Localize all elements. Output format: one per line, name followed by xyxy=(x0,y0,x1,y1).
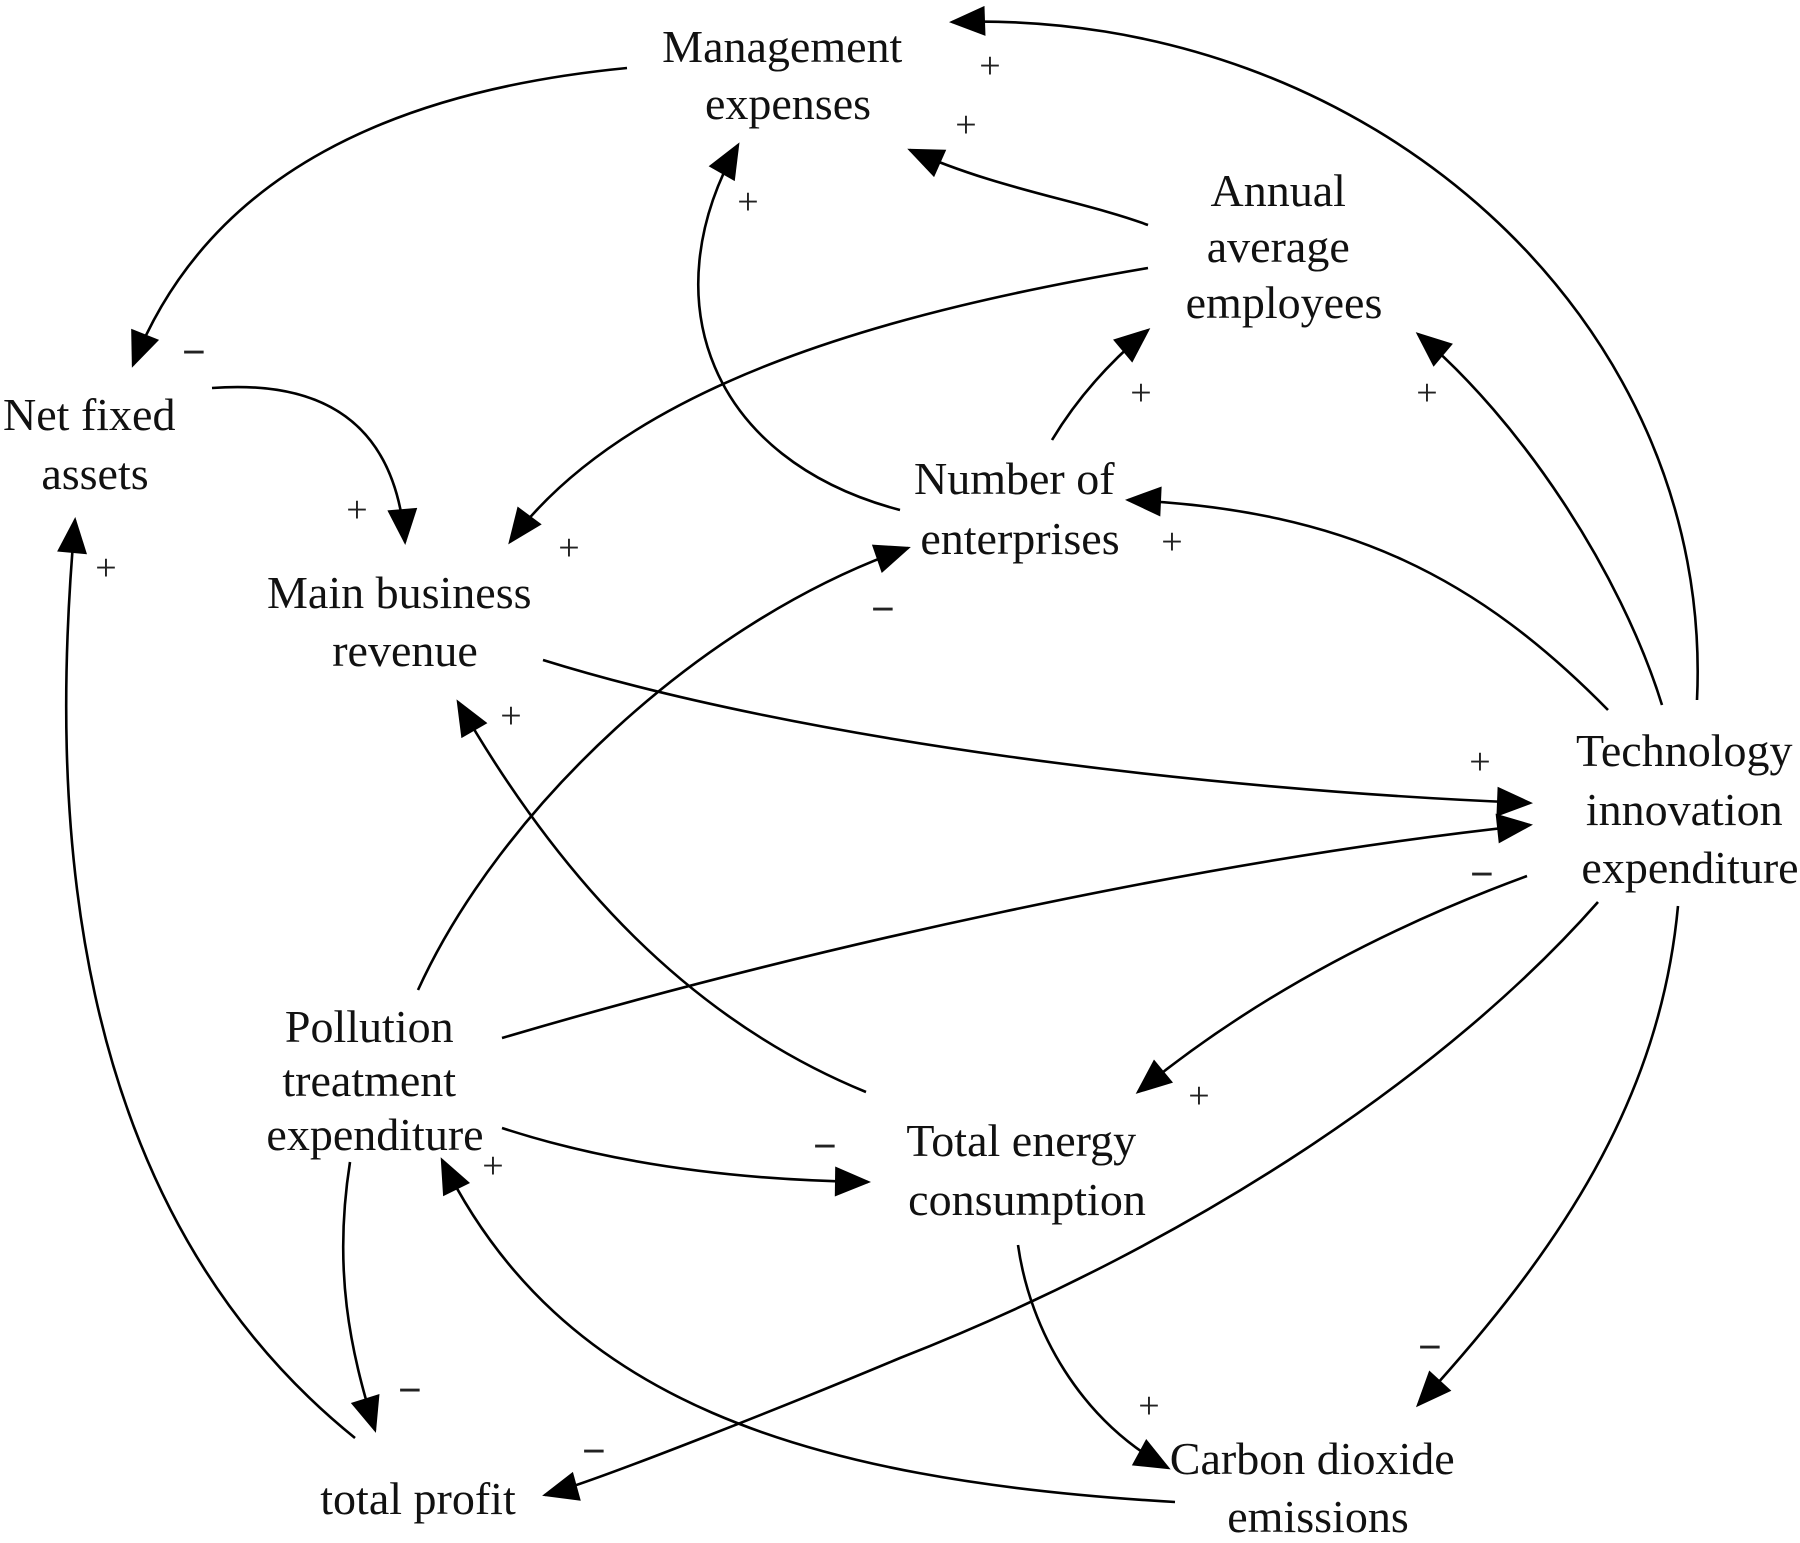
node-label-line: Pollution xyxy=(285,1001,454,1052)
node-carbon-dioxide-emissions: Carbon dioxide emissions xyxy=(1170,1433,1466,1542)
link-pollution-to-enterprises xyxy=(416,544,911,991)
node-label-line: innovation xyxy=(1586,784,1783,835)
links xyxy=(57,5,1699,1504)
sign-technology-employees: + xyxy=(1416,372,1437,414)
link-technology-to-co2 xyxy=(1415,905,1680,1408)
sign-totalprofit-netfixedassets: + xyxy=(95,547,116,589)
node-management-expenses: Management expenses xyxy=(662,21,914,129)
link-totalprofit-to-netfixedassets xyxy=(57,517,356,1440)
node-label-line: Annual xyxy=(1211,165,1346,216)
sign-pollution-enterprises: − xyxy=(871,587,895,633)
link-energy-to-co2 xyxy=(1016,1244,1171,1470)
node-total-profit: total profit xyxy=(320,1473,516,1524)
link-co2-to-pollution xyxy=(440,1157,1176,1504)
link-technology-to-energy xyxy=(1135,874,1528,1094)
sign-pollution-energy: − xyxy=(813,1124,837,1170)
link-pollution-to-energy xyxy=(501,1126,871,1197)
node-label-line: Number of xyxy=(914,453,1115,504)
node-label-line: average xyxy=(1207,221,1350,272)
sign-energy-revenue: + xyxy=(500,695,521,737)
node-label-line: expenditure xyxy=(1581,842,1798,893)
link-management-to-netfixedassets xyxy=(131,66,628,368)
node-label-line: emissions xyxy=(1227,1491,1408,1542)
link-pollution-to-technology xyxy=(501,813,1533,1040)
node-label-line: Net fixed xyxy=(3,389,175,440)
sign-pollution-technology: − xyxy=(1470,852,1494,898)
node-number-of-enterprises: Number of enterprises xyxy=(914,453,1126,564)
link-employees-to-management xyxy=(907,148,1149,227)
node-label-line: Total energy xyxy=(906,1115,1136,1166)
node-label-line: assets xyxy=(41,448,148,499)
node-technology-innovation-expenditure: Technology innovation expenditure xyxy=(1576,725,1800,893)
link-pollution-to-totalprofit xyxy=(341,1161,380,1433)
link-enterprises-to-management xyxy=(697,142,901,512)
link-revenue-to-technology xyxy=(542,658,1533,817)
sign-employees-management: + xyxy=(955,104,976,146)
node-net-fixed-assets: Net fixed assets xyxy=(3,389,187,499)
node-label-line: Carbon dioxide xyxy=(1170,1433,1455,1484)
node-annual-average-employees: Annual average employees xyxy=(1186,165,1383,328)
sign-co2-pollution: + xyxy=(482,1145,503,1187)
node-total-energy-consumption: Total energy consumption xyxy=(906,1115,1147,1225)
link-enterprises-to-employees xyxy=(1050,328,1151,441)
node-label-line: Main business xyxy=(267,567,532,618)
node-label-line: Management xyxy=(662,21,902,72)
sign-revenue-technology: + xyxy=(1469,741,1490,783)
sign-energy-co2: + xyxy=(1138,1385,1159,1427)
sign-enterprises-employees: + xyxy=(1130,372,1151,414)
sign-employees-revenue: + xyxy=(558,527,579,569)
link-technology-to-management xyxy=(949,5,1699,701)
sign-technology-enterprises: + xyxy=(1161,521,1182,563)
node-label-line: revenue xyxy=(332,625,478,676)
link-netfixedassets-to-revenue xyxy=(211,385,418,545)
sign-technology-energy: + xyxy=(1188,1075,1209,1117)
link-technology-to-employees xyxy=(1415,332,1664,706)
sign-netfixedassets-revenue: + xyxy=(346,489,367,531)
node-label-line: total profit xyxy=(320,1473,516,1524)
sign-technology-management: + xyxy=(979,45,1000,87)
polarity-signs: + + + − + + + + + − + + − + − + − + − − … xyxy=(95,45,1494,1475)
node-label-line: enterprises xyxy=(920,513,1119,564)
link-energy-to-revenue xyxy=(456,699,867,1094)
sign-management-netfixedassets: − xyxy=(182,330,206,376)
link-technology-to-totalprofit xyxy=(542,901,1599,1501)
sign-pollution-totalprofit: − xyxy=(398,1368,422,1414)
sign-technology-co2: − xyxy=(1418,1325,1442,1371)
link-employees-to-revenue xyxy=(508,266,1149,545)
node-label-line: treatment xyxy=(282,1055,456,1106)
node-pollution-treatment-expenditure: Pollution treatment expenditure xyxy=(266,1001,483,1160)
node-label-line: Technology xyxy=(1576,725,1793,776)
link-technology-to-enterprises xyxy=(1125,486,1609,711)
node-label-line: expenditure xyxy=(266,1109,483,1160)
node-main-business-revenue: Main business revenue xyxy=(267,567,543,676)
sign-technology-totalprofit: − xyxy=(582,1429,606,1475)
node-label-line: expenses xyxy=(705,78,871,129)
node-label-line: employees xyxy=(1186,277,1383,328)
node-label-line: consumption xyxy=(908,1174,1146,1225)
sign-enterprises-management: + xyxy=(737,181,758,223)
nodes: Management expenses Annual average emplo… xyxy=(3,21,1800,1542)
